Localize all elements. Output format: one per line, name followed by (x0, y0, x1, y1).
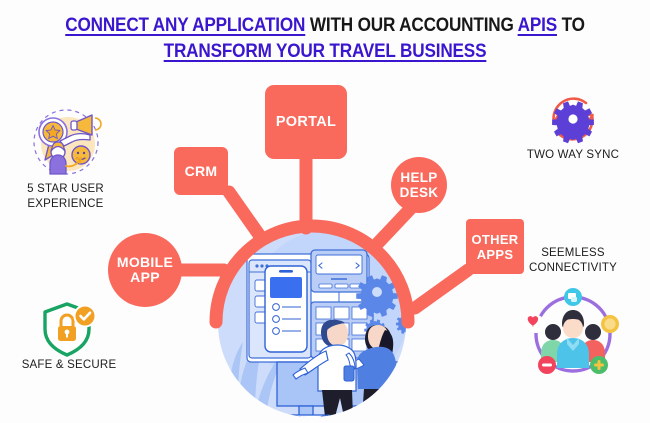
node-portal[interactable]: PORTAL (265, 85, 347, 159)
node-mobile-app[interactable]: MOBILE APP (108, 233, 182, 307)
people-network-circle-icon (527, 288, 619, 374)
feature-safe-and-secure: SAFE & SECURE (10, 300, 128, 373)
gear-sync-arrows-icon (552, 97, 594, 144)
page-title: CONNECT ANY APPLICATION WITH OUR ACCOUNT… (39, 12, 611, 64)
feature-label-5-star-user-experience: 5 STAR USER EXPERIENCE (27, 183, 104, 210)
feature-two-way-sync: TWO WAY SYNC (514, 90, 632, 163)
node-other-apps[interactable]: OTHER APPS (466, 219, 524, 274)
spoke-other-apps (408, 263, 475, 315)
headline-line-1: CONNECT ANY APPLICATION WITH OUR ACCOUNT… (39, 12, 611, 38)
feature-label-safe-and-secure: SAFE & SECURE (21, 359, 117, 371)
node-help-desk[interactable]: HELP DESK (391, 157, 447, 213)
node-crm[interactable]: CRM (174, 147, 228, 195)
headline-plain-2: TO (556, 14, 585, 36)
shield-lock-check-icon (43, 302, 97, 357)
star-badge-megaphone-icon (32, 109, 102, 175)
headline-accent-transform: TRANSFORM YOUR TRAVEL BUSINESS (163, 40, 487, 62)
feature-seemless-connectivity: SEEMLESS CONNECTIVITY (506, 246, 640, 382)
headline-accent-connect: CONNECT ANY APPLICATION (65, 14, 306, 36)
team-workspace-devices-illustration (218, 229, 406, 417)
feature-5-star-user-experience: 5 STAR USER EXPERIENCE (8, 104, 123, 212)
feature-label-seemless-connectivity: SEEMLESS CONNECTIVITY (528, 247, 617, 274)
feature-label-two-way-sync: TWO WAY SYNC (526, 149, 620, 161)
headline-accent-apis: APIS (517, 14, 558, 36)
headline-line-2: TRANSFORM YOUR TRAVEL BUSINESS (39, 38, 611, 64)
headline-plain-1: WITH OUR ACCOUNTING (305, 14, 518, 36)
